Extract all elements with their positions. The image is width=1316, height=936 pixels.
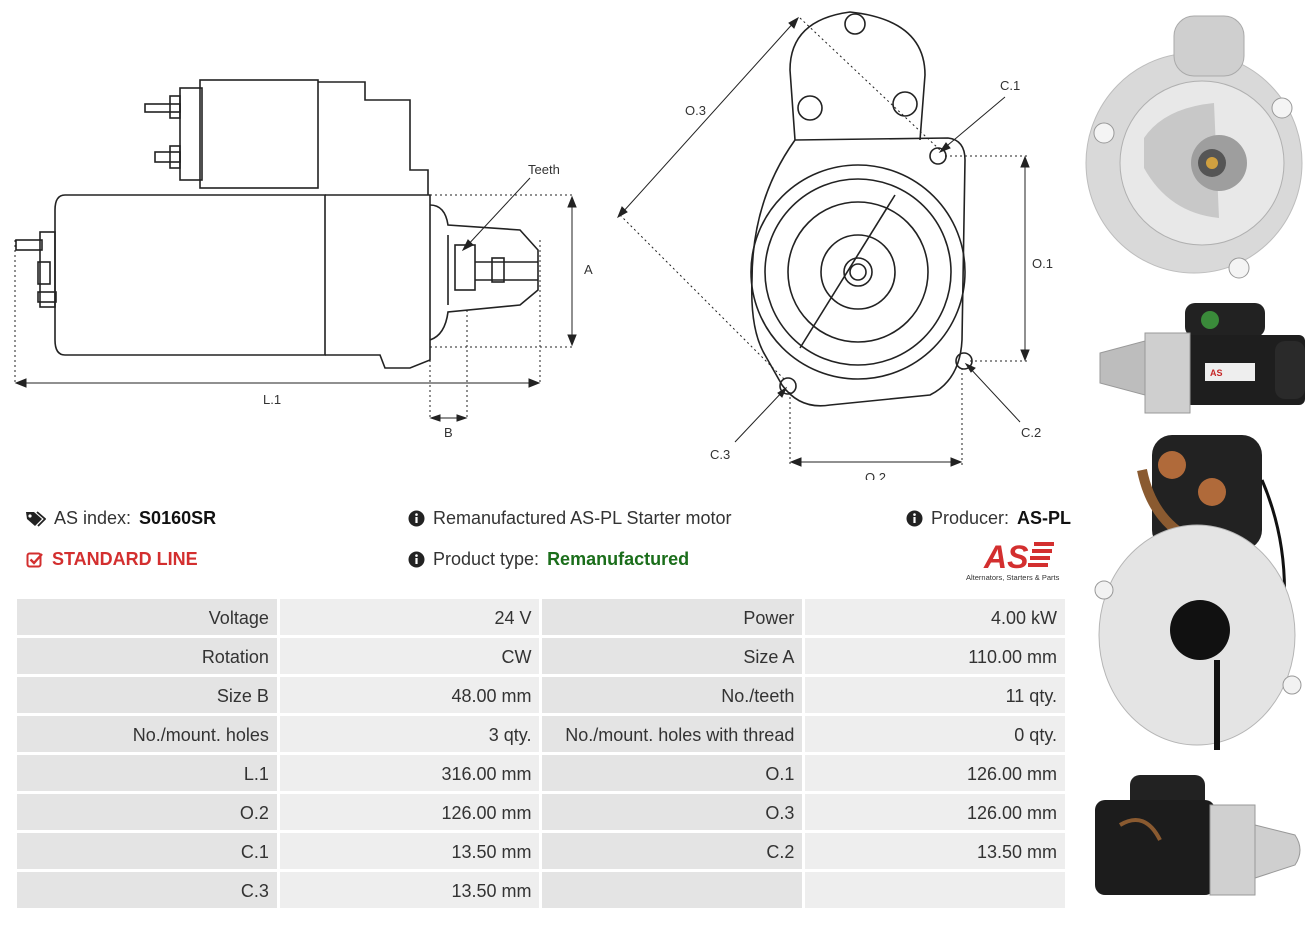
spec-value: 13.50 mm [279,833,540,869]
front-view-drawing: O.3 C.1 O.1 C.2 C.3 O.2 [617,11,1053,480]
spec-key: L.1 [17,755,277,791]
spec-value: 110.00 mm [805,638,1065,674]
spec-key: O.1 [542,755,803,791]
dim-o1-label: O.1 [1032,256,1053,271]
standard-line-row: STANDARD LINE [26,549,198,570]
dim-a-label: A [584,262,593,277]
spec-value: 48.00 mm [279,677,540,713]
spec-value: 0 qty. [805,716,1065,752]
dim-b-label: B [444,425,453,440]
info-icon [408,510,425,527]
teeth-label: Teeth [528,162,560,177]
standard-line-label: STANDARD LINE [52,549,198,569]
svg-text:AS: AS [1210,368,1223,378]
spec-key: O.2 [17,794,277,830]
spec-value: 316.00 mm [279,755,540,791]
product-photo-side: AS [1099,303,1305,414]
spec-value: 24 V [279,599,540,635]
as-pl-logo: AS Alternators, Starters & Parts [966,538,1068,584]
producer-row: Producer: AS-PL [906,508,1071,529]
spec-value: 126.00 mm [805,755,1065,791]
dim-l1-label: L.1 [263,392,281,407]
spec-key: C.3 [17,872,277,908]
spec-value: 11 qty. [805,677,1065,713]
spec-key: Rotation [17,638,277,674]
dim-c3-label: C.3 [710,447,730,462]
as-index-label: AS index: [54,508,132,528]
spec-value: 13.50 mm [279,872,540,908]
logo-tagline: Alternators, Starters & Parts [966,573,1060,582]
spec-value: CW [279,638,540,674]
dim-o2-label: O.2 [865,470,886,480]
spec-key: No./mount. holes with thread [542,716,803,752]
product-type-label: Product type: [433,549,540,569]
spec-key: Power [542,599,803,635]
spec-key: Size B [17,677,277,713]
product-photo-rear [1094,435,1302,750]
spec-value: 13.50 mm [805,833,1065,869]
product-type-value: Remanufactured [547,549,690,569]
as-index-row: AS index: S0160SR [26,508,216,529]
description-row: Remanufactured AS-PL Starter motor [408,508,731,529]
spec-value: 126.00 mm [805,794,1065,830]
spec-key: No./teeth [542,677,803,713]
logo-text: AS [983,539,1029,575]
spec-value [805,872,1065,908]
as-index-value: S0160SR [139,508,217,528]
spec-key: O.3 [542,794,803,830]
description-text: Remanufactured AS-PL Starter motor [433,508,732,528]
dim-c1-label: C.1 [1000,78,1020,93]
spec-key: No./mount. holes [17,716,277,752]
spec-value: 3 qty. [279,716,540,752]
producer-label: Producer: [931,508,1010,528]
spec-key: C.2 [542,833,803,869]
tags-icon [26,510,46,527]
product-photo-other-side [1095,775,1301,896]
spec-key: Size A [542,638,803,674]
spec-value: 4.00 kW [805,599,1065,635]
spec-key: C.1 [17,833,277,869]
info-icon [408,551,425,568]
spec-value: 126.00 mm [279,794,540,830]
dim-o3-label: O.3 [685,103,706,118]
producer-value: AS-PL [1017,508,1072,528]
dim-c2-label: C.2 [1021,425,1041,440]
spec-key [542,872,803,908]
check-square-icon [26,551,44,569]
side-view-drawing: Teeth A L.1 B [14,79,593,440]
product-photo-front [1085,15,1303,279]
info-icon [906,510,923,527]
spec-key: Voltage [17,599,277,635]
product-type-row: Product type: Remanufactured [408,549,689,570]
